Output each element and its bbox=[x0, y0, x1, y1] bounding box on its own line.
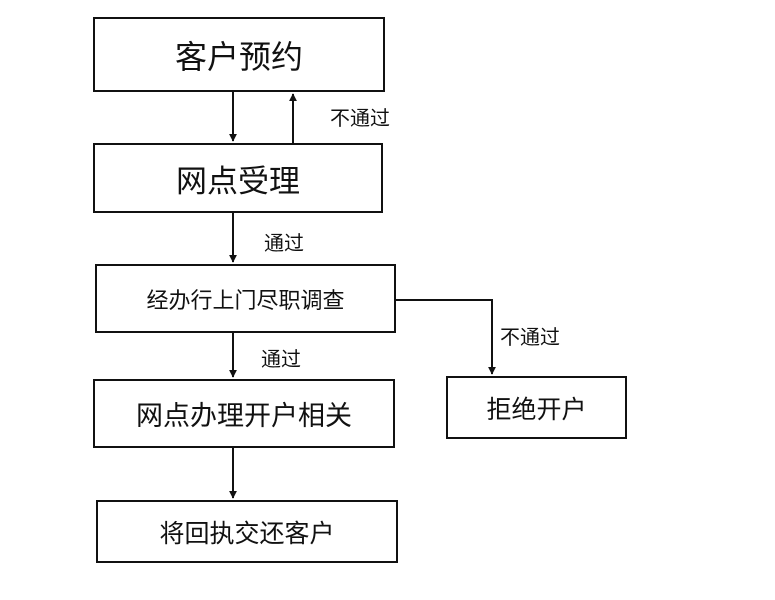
node-label: 网点受理 bbox=[176, 163, 300, 200]
node-label: 经办行上门尽职调查 bbox=[146, 288, 345, 314]
node-customer-appointment: 客户预约 bbox=[93, 17, 385, 92]
arrow-diaocha-to-jujue bbox=[396, 299, 496, 375]
edge-label-reject-to-appointment: 不通过 bbox=[330, 106, 390, 130]
node-label: 拒绝开户 bbox=[486, 394, 587, 424]
edge-label-reject-account: 不通过 bbox=[500, 325, 560, 349]
node-branch-account-opening: 网点办理开户相关 bbox=[93, 379, 395, 448]
node-label: 将回执交还客户 bbox=[159, 518, 335, 548]
node-branch-acceptance: 网点受理 bbox=[93, 143, 383, 213]
edge-label-pass-to-due-diligence: 通过 bbox=[264, 231, 304, 255]
edge-label-pass-to-account-opening: 通过 bbox=[261, 347, 301, 371]
node-label: 客户预约 bbox=[174, 37, 303, 76]
node-reject-account-opening: 拒绝开户 bbox=[446, 376, 627, 439]
node-on-site-due-diligence: 经办行上门尽职调查 bbox=[95, 264, 396, 333]
node-label: 网点办理开户相关 bbox=[136, 401, 352, 432]
node-return-receipt-to-customer: 将回执交还客户 bbox=[96, 500, 398, 563]
